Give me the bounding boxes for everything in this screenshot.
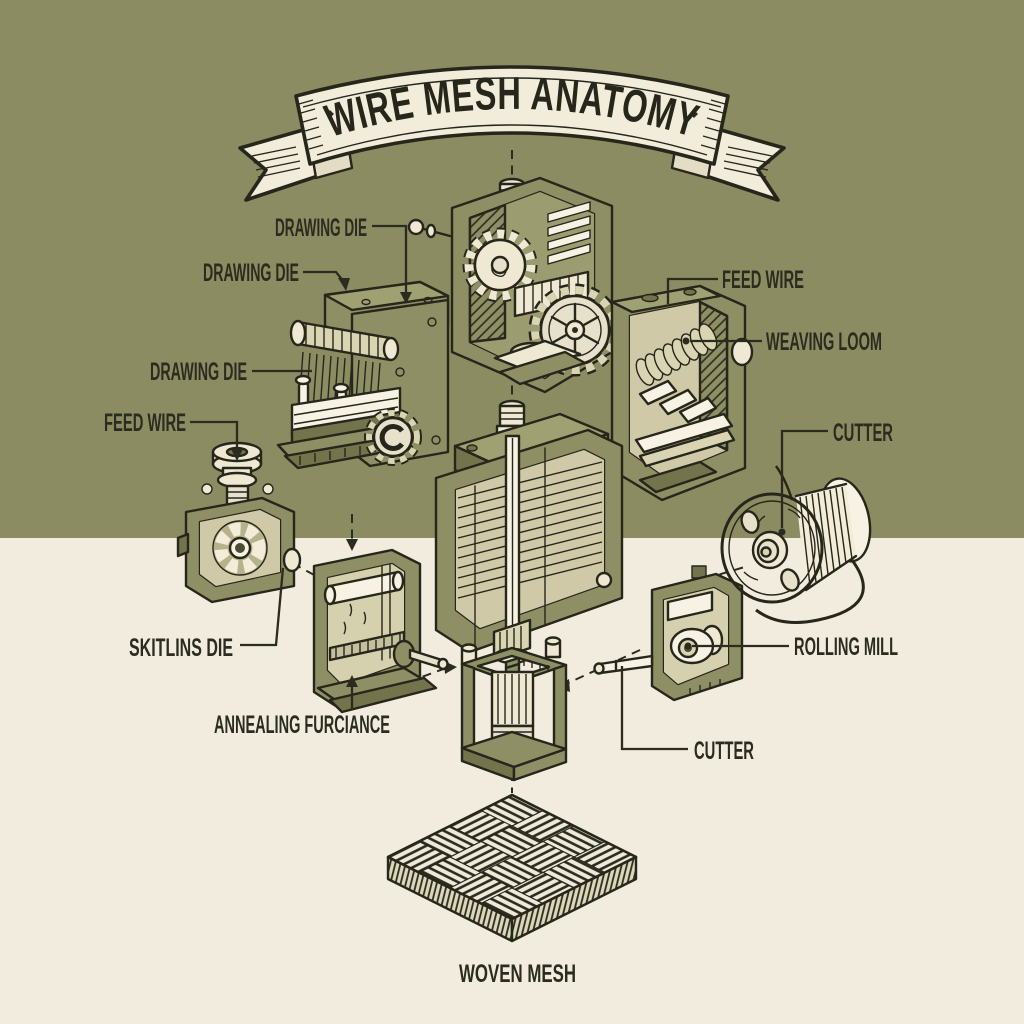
coil-roller-icon (289, 319, 400, 362)
machine-center-loom (434, 399, 624, 670)
part-labels: DRAWING DIE DRAWING DIE DRAWING DIE FEED… (104, 214, 898, 988)
knob-icon (730, 337, 754, 367)
machine-loom-box-right (610, 284, 754, 502)
machine-rolling-mill (593, 565, 744, 702)
flange-hole (740, 510, 760, 534)
bolt-icon (407, 218, 425, 236)
wire-tail (755, 559, 865, 624)
wire-spool (720, 465, 872, 624)
label-cutter-right: CUTTER (833, 419, 893, 447)
label-drawing-die-2: DRAWING DIE (203, 259, 299, 287)
label-woven-mesh: WOVEN MESH (459, 960, 576, 988)
banner-band (294, 65, 730, 166)
machine-annealing-furnace (312, 548, 449, 714)
machine-bottom-cutter (460, 636, 568, 782)
title-banner: WIRE MESH ANATOMY (238, 65, 786, 202)
label-drawing-die-1: DRAWING DIE (275, 214, 367, 242)
woven-mesh-slab (386, 793, 638, 943)
leader-lines (190, 224, 828, 751)
gearbox-slats (547, 201, 591, 265)
rotor-die-icon (212, 520, 268, 576)
label-rolling-mill: ROLLING MILL (794, 633, 898, 661)
wire-rod-icon (593, 654, 654, 675)
small-gear-icon (364, 408, 422, 466)
label-cutter-bottom: CUTTER (694, 737, 754, 765)
label-annealing-furnace: ANNEALING FURCIANCE (214, 711, 390, 739)
gear-icon (462, 227, 538, 303)
loom-wires (457, 461, 603, 599)
knob-icon (282, 547, 302, 573)
label-drawing-die-3: DRAWING DIE (150, 358, 247, 386)
banner-dot-left (326, 110, 334, 118)
machine-skitlins-die (176, 441, 302, 604)
banner-end-ticks (298, 99, 726, 150)
label-feed-wire-left: FEED WIRE (104, 409, 186, 437)
label-skitlins-die: SKITLINS DIE (129, 634, 233, 662)
flange-hole (780, 568, 800, 592)
banner-dot-right (690, 110, 698, 118)
machine-drawing-die-mill (276, 280, 450, 470)
label-weaving-loom: WEAVING LOOM (766, 328, 882, 356)
coiled-wire (799, 486, 853, 587)
label-feed-wire-right: FEED WIRE (722, 266, 804, 294)
machine-top-gearbox (407, 176, 622, 394)
